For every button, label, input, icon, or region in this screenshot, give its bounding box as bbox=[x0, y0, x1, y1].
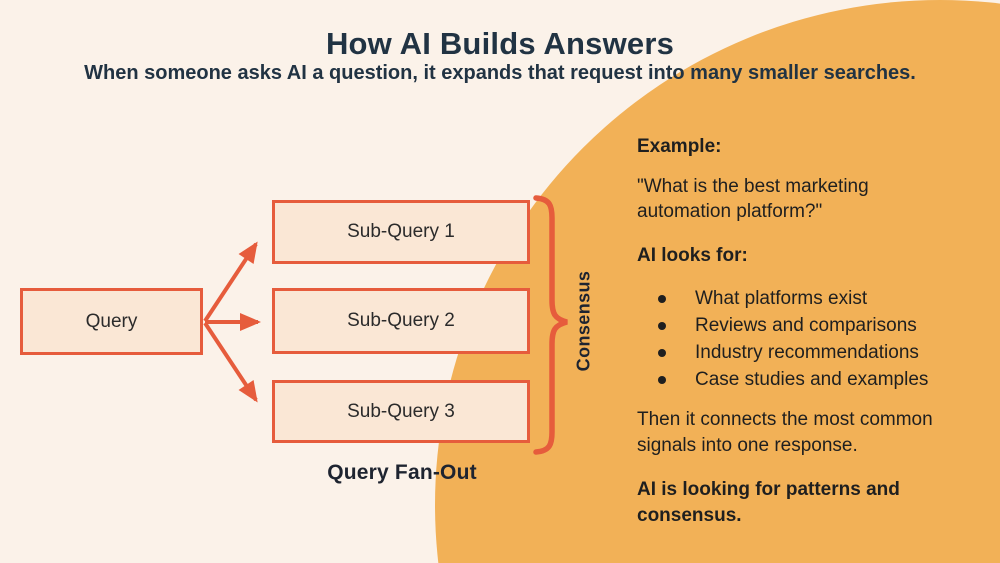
list-item: Case studies and examples bbox=[637, 366, 977, 393]
subquery-1-label: Sub-Query 1 bbox=[347, 221, 455, 242]
subquery-2-label: Sub-Query 2 bbox=[347, 310, 455, 331]
arrow-to-subquery-1 bbox=[203, 241, 258, 323]
query-box: Query bbox=[20, 288, 203, 355]
subquery-2-box: Sub-Query 2 bbox=[272, 288, 530, 354]
bullet-icon bbox=[658, 322, 666, 330]
emphasis-text: AI is looking for patterns and consensus… bbox=[637, 479, 900, 526]
list-item: What platforms exist bbox=[637, 285, 977, 312]
fanout-caption: Query Fan-Out bbox=[327, 461, 477, 484]
list-item-text: Reviews and comparisons bbox=[695, 315, 917, 336]
consensus-brace bbox=[533, 195, 568, 455]
conclusion-text: Then it connects the most common signals… bbox=[637, 409, 933, 456]
arrow-to-subquery-3 bbox=[203, 321, 258, 403]
subquery-3-label: Sub-Query 3 bbox=[347, 400, 455, 422]
subquery-3-box: Sub-Query 3 bbox=[272, 380, 530, 443]
list-item-text: Industry recommendations bbox=[695, 342, 919, 363]
example-question: "What is the best marketing automation p… bbox=[637, 176, 869, 222]
looks-for-list: What platforms exist Reviews and compari… bbox=[637, 285, 977, 393]
bullet-icon bbox=[658, 349, 666, 357]
page-title: How AI Builds Answers bbox=[325, 26, 675, 61]
list-item-text: What platforms exist bbox=[695, 288, 868, 309]
list-item: Reviews and comparisons bbox=[637, 312, 977, 339]
consensus-label: Consensus bbox=[573, 270, 594, 372]
page-subtitle: When someone asks AI a question, it expa… bbox=[84, 62, 916, 84]
bullet-icon bbox=[658, 295, 666, 303]
list-item-text: Case studies and examples bbox=[695, 369, 929, 390]
looks-for-heading: AI looks for: bbox=[637, 245, 748, 266]
list-item: Industry recommendations bbox=[637, 339, 977, 366]
subquery-1-box: Sub-Query 1 bbox=[272, 200, 530, 264]
bullet-icon bbox=[658, 376, 666, 384]
example-panel: Example: "What is the best marketing aut… bbox=[637, 135, 977, 547]
example-heading: Example: bbox=[637, 136, 722, 157]
query-box-label: Query bbox=[85, 310, 138, 332]
